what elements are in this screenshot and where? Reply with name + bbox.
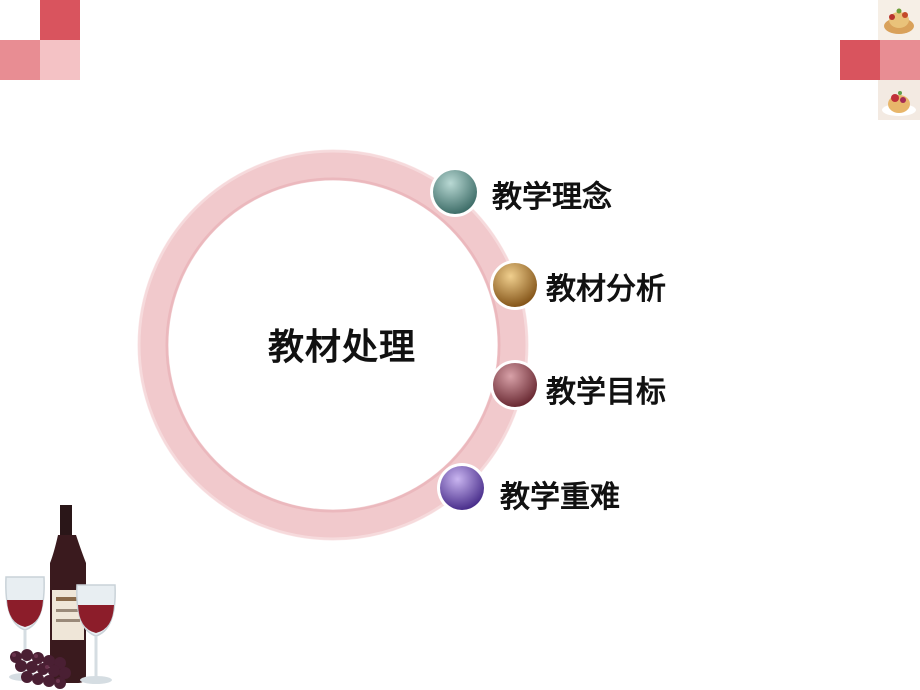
item-1-node xyxy=(430,167,480,217)
corner-square xyxy=(880,40,920,80)
item-4-node xyxy=(437,463,487,513)
corner-square xyxy=(0,0,40,40)
corner-square xyxy=(840,0,880,40)
corner-square xyxy=(40,40,80,80)
item-label-2[interactable]: 教材分析 xyxy=(546,272,666,307)
ring xyxy=(138,150,528,540)
item-3-node xyxy=(490,360,540,410)
center-label: 教材处理 xyxy=(267,327,416,368)
item-label-1[interactable]: 教学理念 xyxy=(492,180,612,215)
item-label-3[interactable]: 教学目标 xyxy=(546,375,666,410)
item-label-4[interactable]: 教学重难 xyxy=(500,480,620,515)
dessert-image xyxy=(878,0,920,40)
wine-image xyxy=(5,505,116,689)
dessert-image xyxy=(878,80,920,120)
corner-square xyxy=(40,0,80,40)
corner-square xyxy=(0,40,40,80)
corner-square xyxy=(840,40,880,80)
item-2-node xyxy=(490,260,540,310)
